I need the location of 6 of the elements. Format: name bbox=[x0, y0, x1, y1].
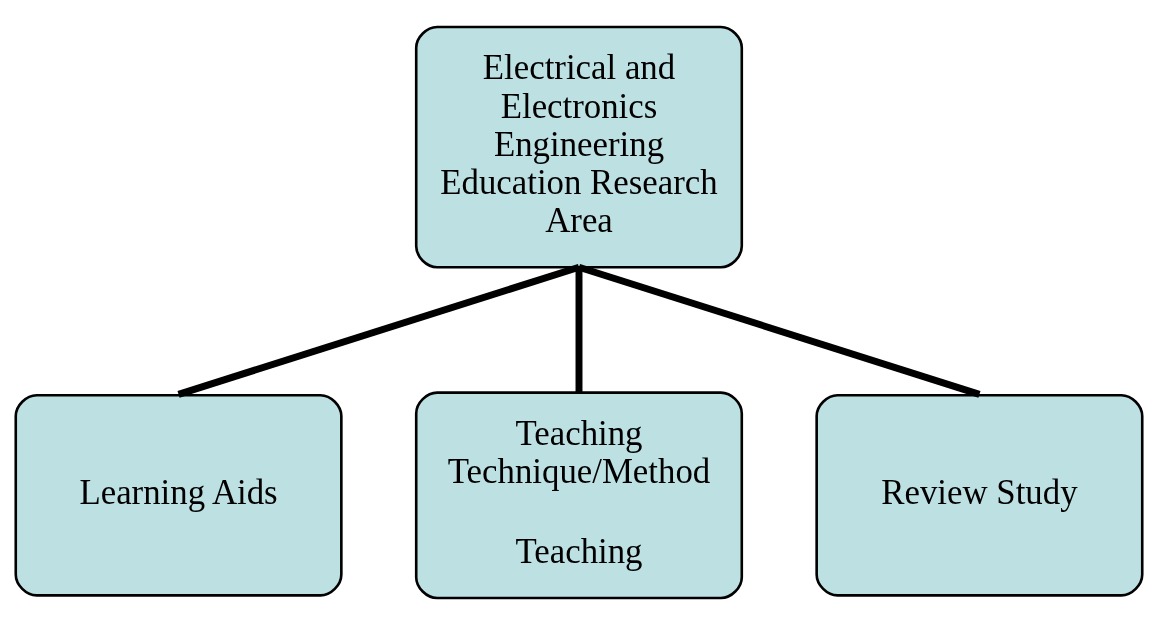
node-box: Electrical and Electronics Engineering Education Research Area bbox=[414, 25, 744, 269]
node-box: Teaching Technique/Method Teaching bbox=[414, 391, 744, 600]
connector bbox=[177, 263, 581, 398]
connector bbox=[577, 263, 981, 398]
node-box: Learning Aids bbox=[14, 393, 343, 597]
node-box: Review Study bbox=[815, 393, 1144, 597]
